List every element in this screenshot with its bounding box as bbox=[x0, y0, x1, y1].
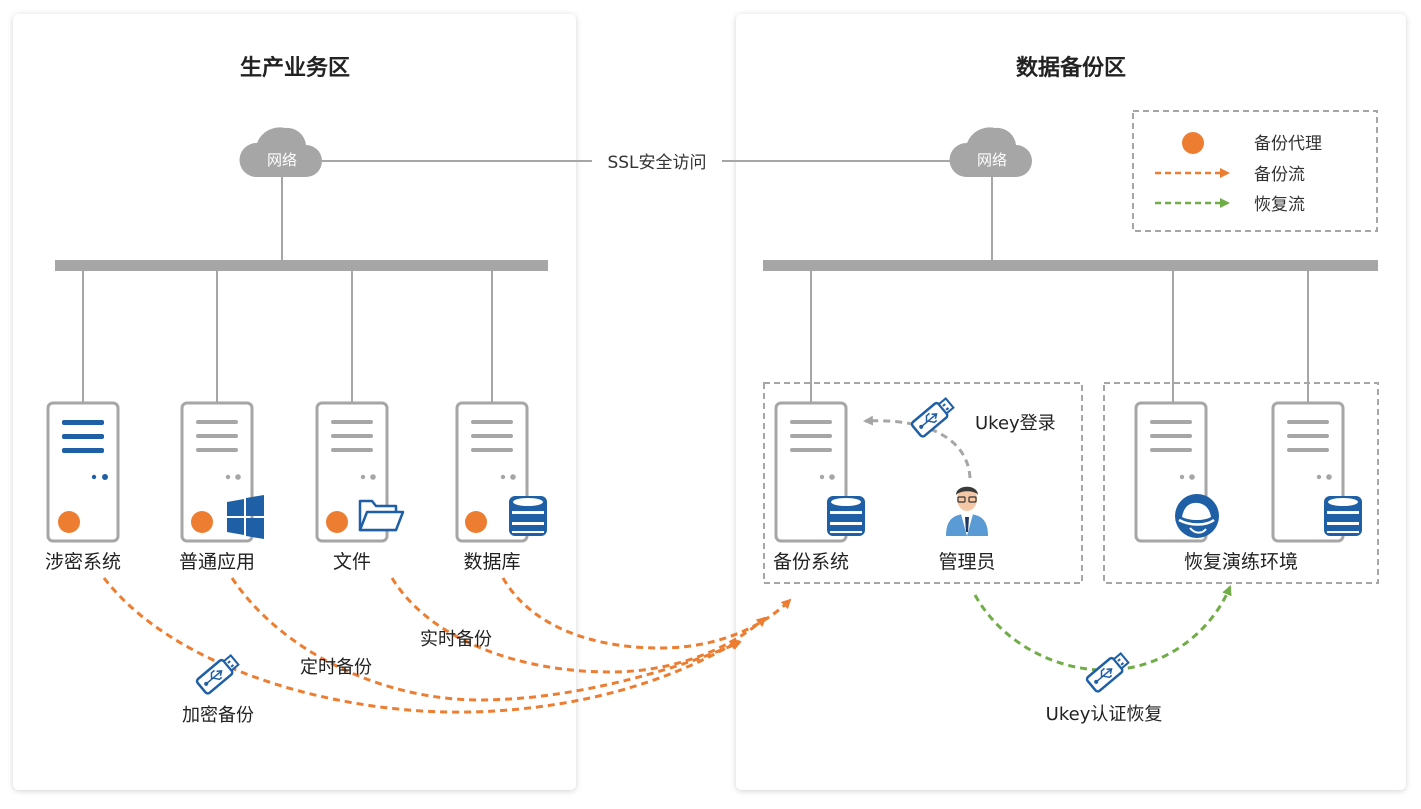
legend-restore-flow-label: 恢复流 bbox=[1254, 195, 1305, 215]
legend-box bbox=[1132, 110, 1378, 232]
database-server bbox=[455, 401, 547, 543]
backup-system-group bbox=[763, 382, 1083, 584]
restore-drill-group bbox=[1103, 382, 1379, 584]
production-network-bus bbox=[55, 260, 548, 271]
ukey-restore-label: Ukey认证恢复 bbox=[1046, 704, 1163, 725]
database-backup-flow bbox=[501, 577, 792, 650]
windows-icon bbox=[227, 495, 264, 539]
production-network-label: 网络 bbox=[267, 151, 297, 169]
backup-network-cloud-icon bbox=[949, 127, 1032, 177]
legend-agent-dot bbox=[1182, 132, 1204, 154]
production-zone-panel bbox=[13, 14, 576, 790]
database-icon bbox=[1324, 496, 1362, 536]
realtime-backup-label: 实时备份 bbox=[420, 629, 492, 650]
backup-network-label: 网络 bbox=[977, 151, 1007, 169]
admin-person-icon bbox=[946, 486, 988, 536]
general-app-label: 普通应用 bbox=[179, 551, 255, 573]
drill-env-label: 恢复演练环境 bbox=[1184, 551, 1298, 573]
file-label: 文件 bbox=[333, 551, 371, 573]
scheduled-backup-label: 定时备份 bbox=[300, 657, 372, 678]
backup-network-bus bbox=[763, 260, 1378, 271]
legend-agent-label: 备份代理 bbox=[1254, 134, 1322, 154]
legend-backup-flow-label: 备份流 bbox=[1254, 165, 1305, 185]
ssl-link-label: SSL安全访问 bbox=[607, 153, 706, 173]
production-zone-title: 生产业务区 bbox=[240, 56, 350, 81]
encrypted-backup-label: 加密备份 bbox=[182, 705, 254, 726]
general-app-server bbox=[180, 401, 264, 543]
backup-agent-dot bbox=[58, 511, 80, 533]
database-icon bbox=[509, 496, 547, 536]
drill-server-redhat bbox=[1134, 401, 1219, 543]
database-icon bbox=[827, 496, 865, 536]
admin-label: 管理员 bbox=[938, 551, 995, 573]
classified-system-server bbox=[46, 401, 120, 543]
backup-system-label: 备份系统 bbox=[773, 551, 849, 573]
ukey-login-flow bbox=[863, 415, 972, 479]
backup-zone-title: 数据备份区 bbox=[1016, 55, 1126, 81]
ukey-login-label: Ukey登录 bbox=[975, 413, 1056, 434]
realtime-backup-flow bbox=[390, 577, 767, 674]
ukey-restore-flow bbox=[973, 585, 1232, 672]
production-network-cloud-icon bbox=[239, 127, 322, 177]
folder-icon bbox=[358, 499, 405, 532]
file-server bbox=[315, 401, 405, 543]
backup-zone-panel bbox=[736, 14, 1406, 790]
redhat-icon bbox=[1175, 494, 1219, 538]
database-label: 数据库 bbox=[463, 551, 520, 573]
classified-system-label: 涉密系统 bbox=[45, 551, 121, 573]
scheduled-backup-flow bbox=[230, 577, 742, 702]
